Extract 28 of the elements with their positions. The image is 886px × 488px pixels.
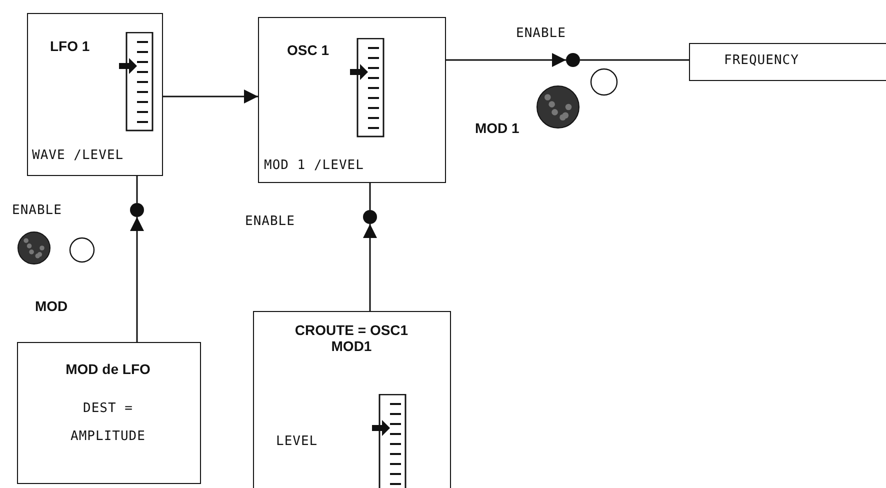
arrow (363, 224, 377, 311)
connector-line (369, 183, 371, 210)
text-label: ENABLE (245, 214, 295, 229)
panel-text: MOD 1 /LEVEL (264, 158, 364, 173)
connector-line (136, 176, 138, 203)
panel-title: LFO 1 (50, 38, 90, 54)
text-label: MOD 1 (475, 120, 520, 136)
arrow (163, 90, 258, 104)
junction-dot (363, 210, 377, 224)
panel-text: DEST = AMPLITUDE (70, 400, 146, 446)
panel-text: LEVEL (276, 434, 318, 449)
arrow (446, 53, 566, 67)
panel-box (27, 13, 163, 176)
panel-title: CROUTE = OSC1 MOD1 (294, 322, 410, 354)
panel-box (253, 311, 451, 488)
panel-box (689, 43, 886, 81)
text-label: ENABLE (12, 203, 62, 218)
panel-box (17, 342, 201, 484)
panel-title: FREQUENCY (724, 53, 799, 68)
connector-line (580, 59, 689, 61)
text-label: MOD (35, 298, 68, 314)
panel-title: MOD de LFO (64, 361, 152, 377)
junction-dot (130, 203, 144, 217)
arrow (130, 217, 144, 342)
junction-dot (566, 53, 580, 67)
panel-box (258, 17, 446, 183)
panel-title: OSC 1 (287, 42, 330, 58)
panel-text: WAVE /LEVEL (32, 148, 124, 163)
